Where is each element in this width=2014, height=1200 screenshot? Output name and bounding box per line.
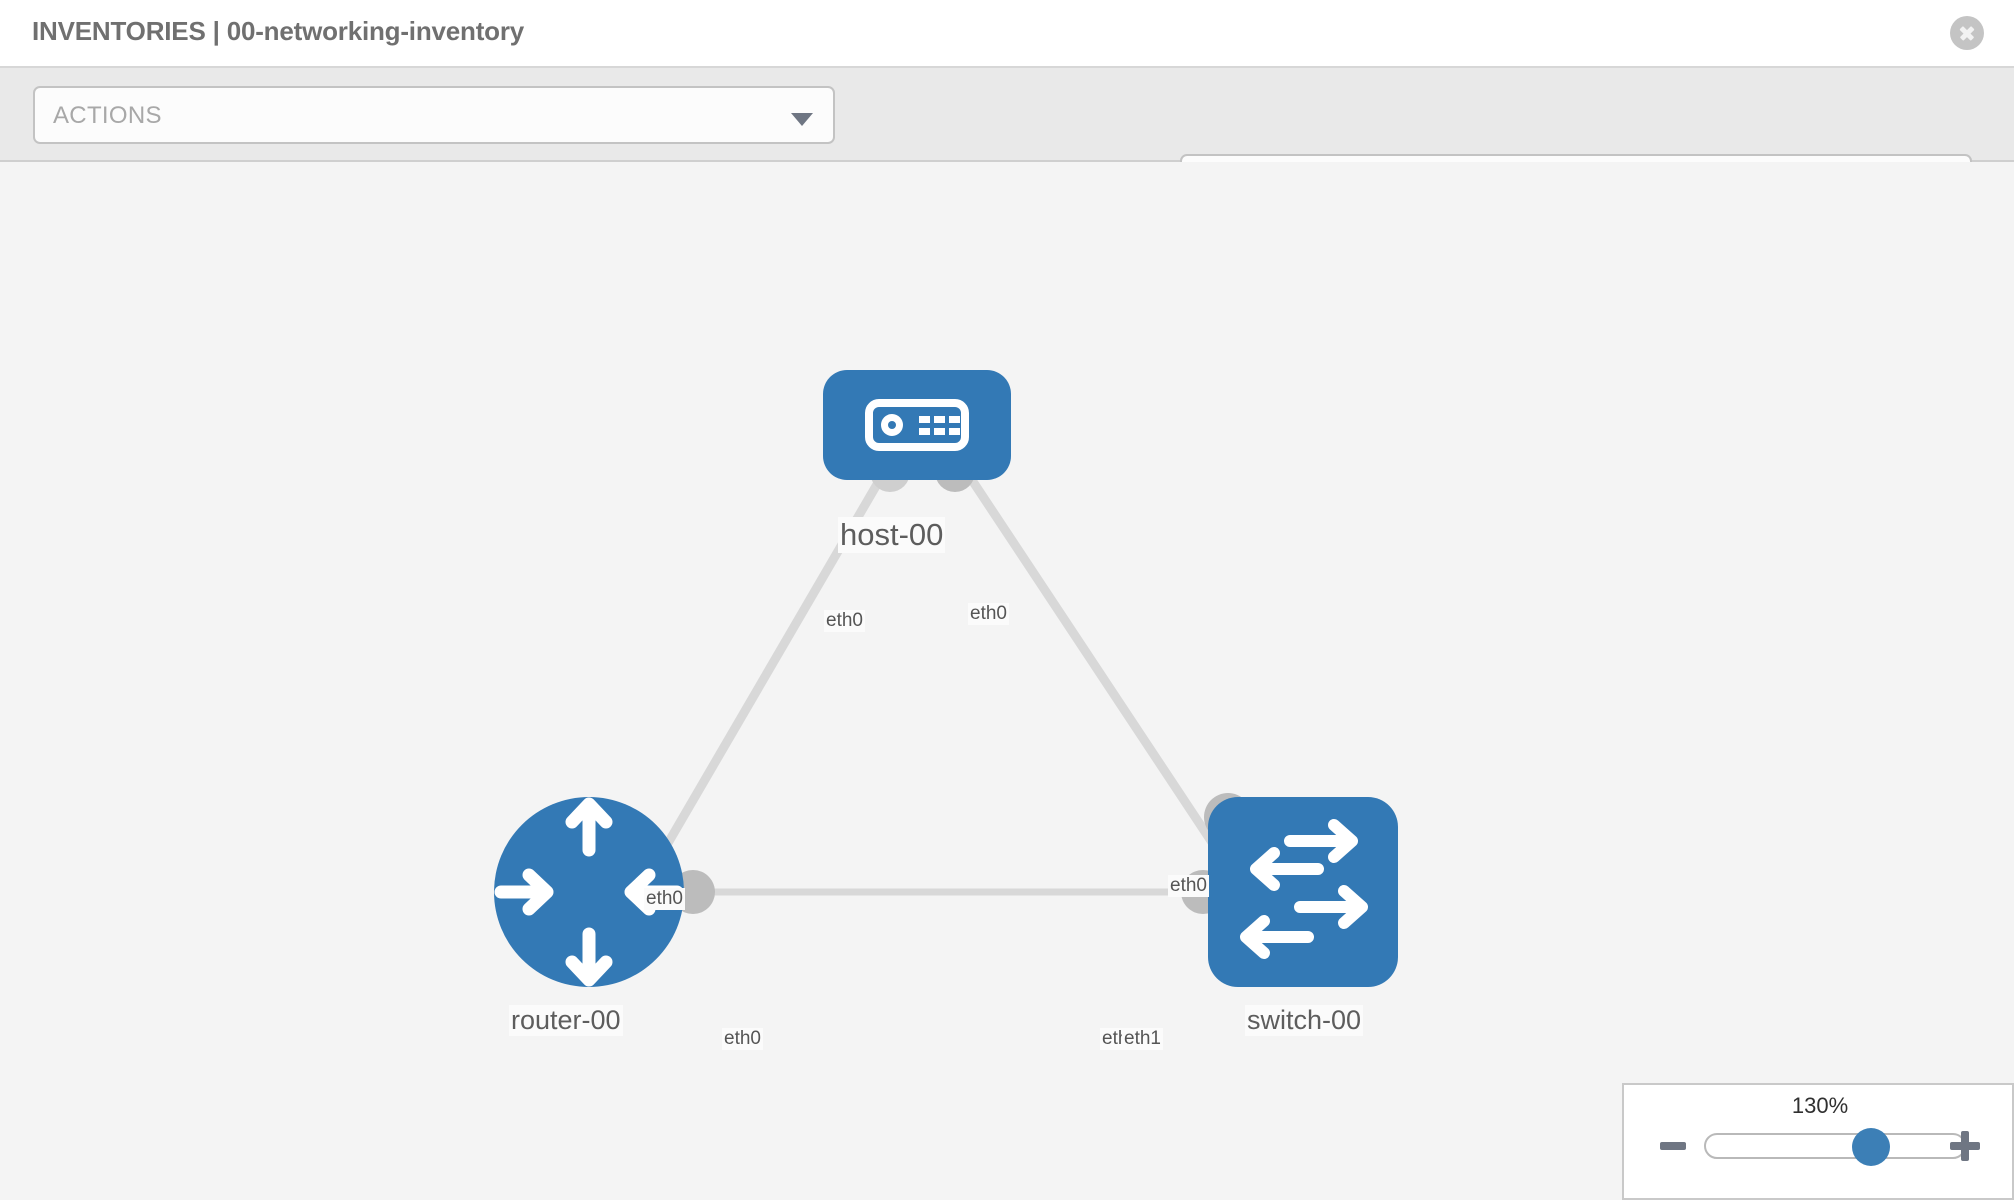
switch-arrows-icon	[1240, 819, 1368, 959]
server-icon-led-hole	[888, 421, 896, 429]
zoom-slider[interactable]	[1704, 1128, 1966, 1166]
node-label-host-00: host-00	[838, 517, 946, 553]
port-label-switch00-eth0: eth0	[1168, 875, 1209, 897]
topology-graph	[494, 370, 1398, 987]
node-switch-00[interactable]	[1208, 797, 1398, 987]
link-host00-switch00[interactable]	[956, 459, 1229, 865]
node-label-switch-00: switch-00	[1245, 1005, 1364, 1036]
actions-dropdown-label: ACTIONS	[53, 102, 162, 129]
zoom-in-button[interactable]	[1950, 1131, 1980, 1161]
close-icon[interactable]	[1950, 16, 1984, 50]
node-router-00-shape[interactable]	[494, 797, 684, 987]
port-label-host00-eth0-left: eth0	[824, 610, 865, 632]
topology-canvas[interactable]: host-00 router-00 switch-00 eth0 eth0 et…	[0, 162, 2014, 1200]
node-host-00[interactable]	[823, 370, 1011, 480]
port-label-router00-eth0: eth0	[722, 1028, 763, 1050]
page-title: INVENTORIES | 00-networking-inventory	[32, 16, 525, 46]
page-header: INVENTORIES | 00-networking-inventory	[0, 0, 2014, 68]
server-icon	[865, 399, 969, 451]
port-label-switch00-eth1: eth1	[1122, 1028, 1163, 1050]
zoom-level-value: 130%	[1791, 1093, 1849, 1118]
port-label-router00-eth0-up: eth0	[644, 888, 685, 910]
port-label-host00-eth0-right: eth0	[968, 603, 1009, 625]
actions-dropdown[interactable]: ACTIONS	[33, 86, 835, 144]
node-label-router-00: router-00	[509, 1005, 623, 1036]
chevron-down-icon	[791, 113, 813, 126]
zoom-out-button[interactable]	[1660, 1142, 1686, 1150]
node-host-00-shape[interactable]	[823, 370, 1011, 480]
toolbar: ACTIONS SEARCH	[0, 68, 2014, 212]
server-icon-vents	[919, 416, 960, 435]
node-switch-00-shape[interactable]	[1208, 797, 1398, 987]
zoom-slider-thumb[interactable]	[1852, 1128, 1890, 1166]
zoom-control-panel: 130%	[1622, 1083, 2014, 1200]
